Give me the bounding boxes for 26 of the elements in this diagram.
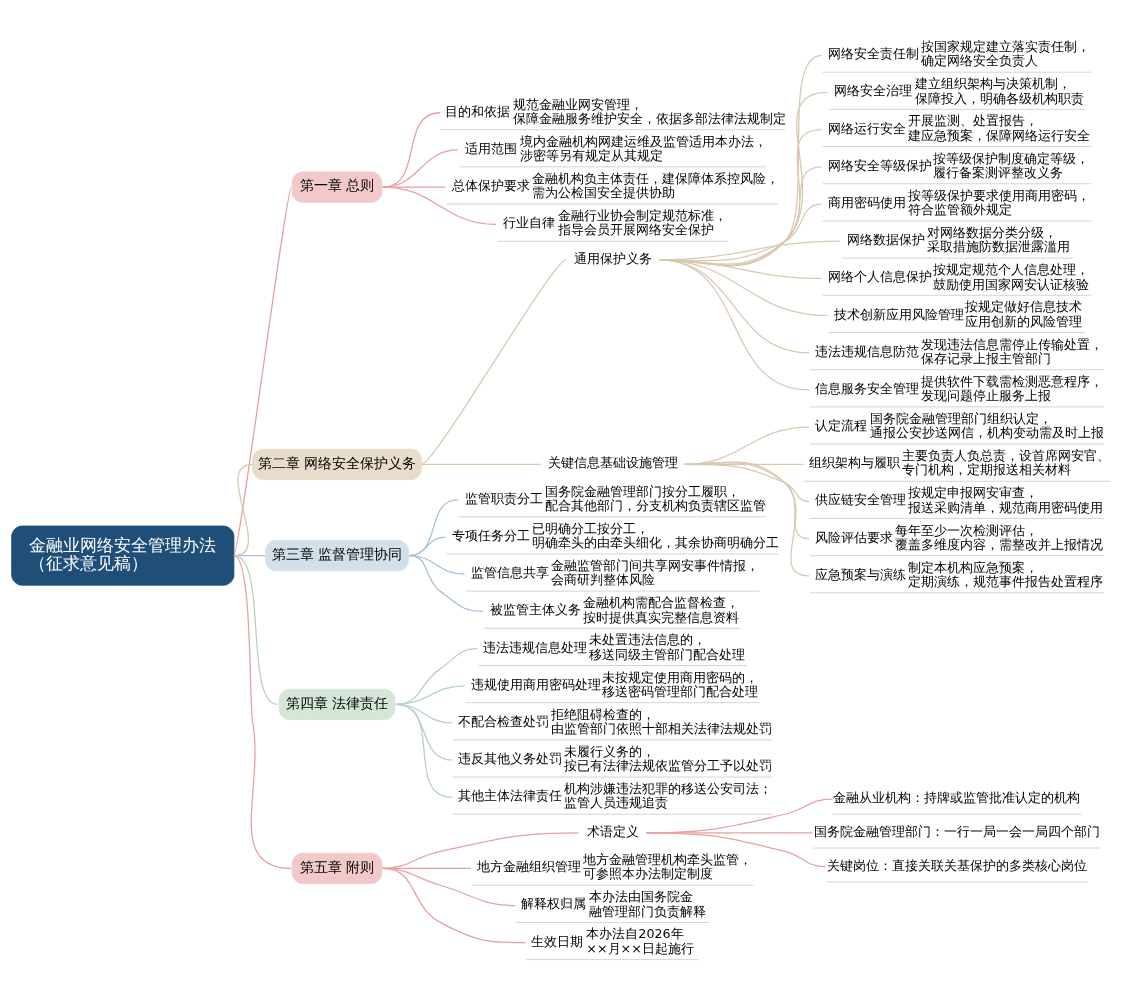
connector [382,149,459,188]
node-box: 第四章 法律责任 [278,688,396,720]
node-box: 金融业网络安全管理办法（征求意见稿） [11,525,235,586]
node-text: 关键岗位：直接关联关基保护的多类核心岗位 [826,857,1087,873]
connector [658,259,810,391]
connector [382,186,446,188]
connector [233,555,293,869]
node-box: 第二章 网络安全保护义务 [252,448,422,480]
node-text: 国务院金融管理部门：一行一局一会一局四个部门 [813,823,1100,839]
connector [420,259,567,465]
connector [395,703,453,798]
connector [408,555,484,613]
node-text: 关键信息基础设施管理 [547,455,678,471]
connector [645,832,826,868]
node-text: 金融从业机构：持牌或监管批准认定的机构 [833,789,1081,805]
connector [233,555,279,705]
node-text: 术语定义 [586,823,639,839]
connector [233,186,293,557]
node-box: 第三章 监督管理协同 [265,540,409,572]
connector [420,463,542,465]
node-box: 第一章 总则 [291,171,383,203]
connector [382,186,497,225]
connector [382,867,527,944]
node-text: 通用保护义务 [573,250,652,266]
node-box: 第五章 附则 [291,852,383,884]
connector [683,461,810,577]
